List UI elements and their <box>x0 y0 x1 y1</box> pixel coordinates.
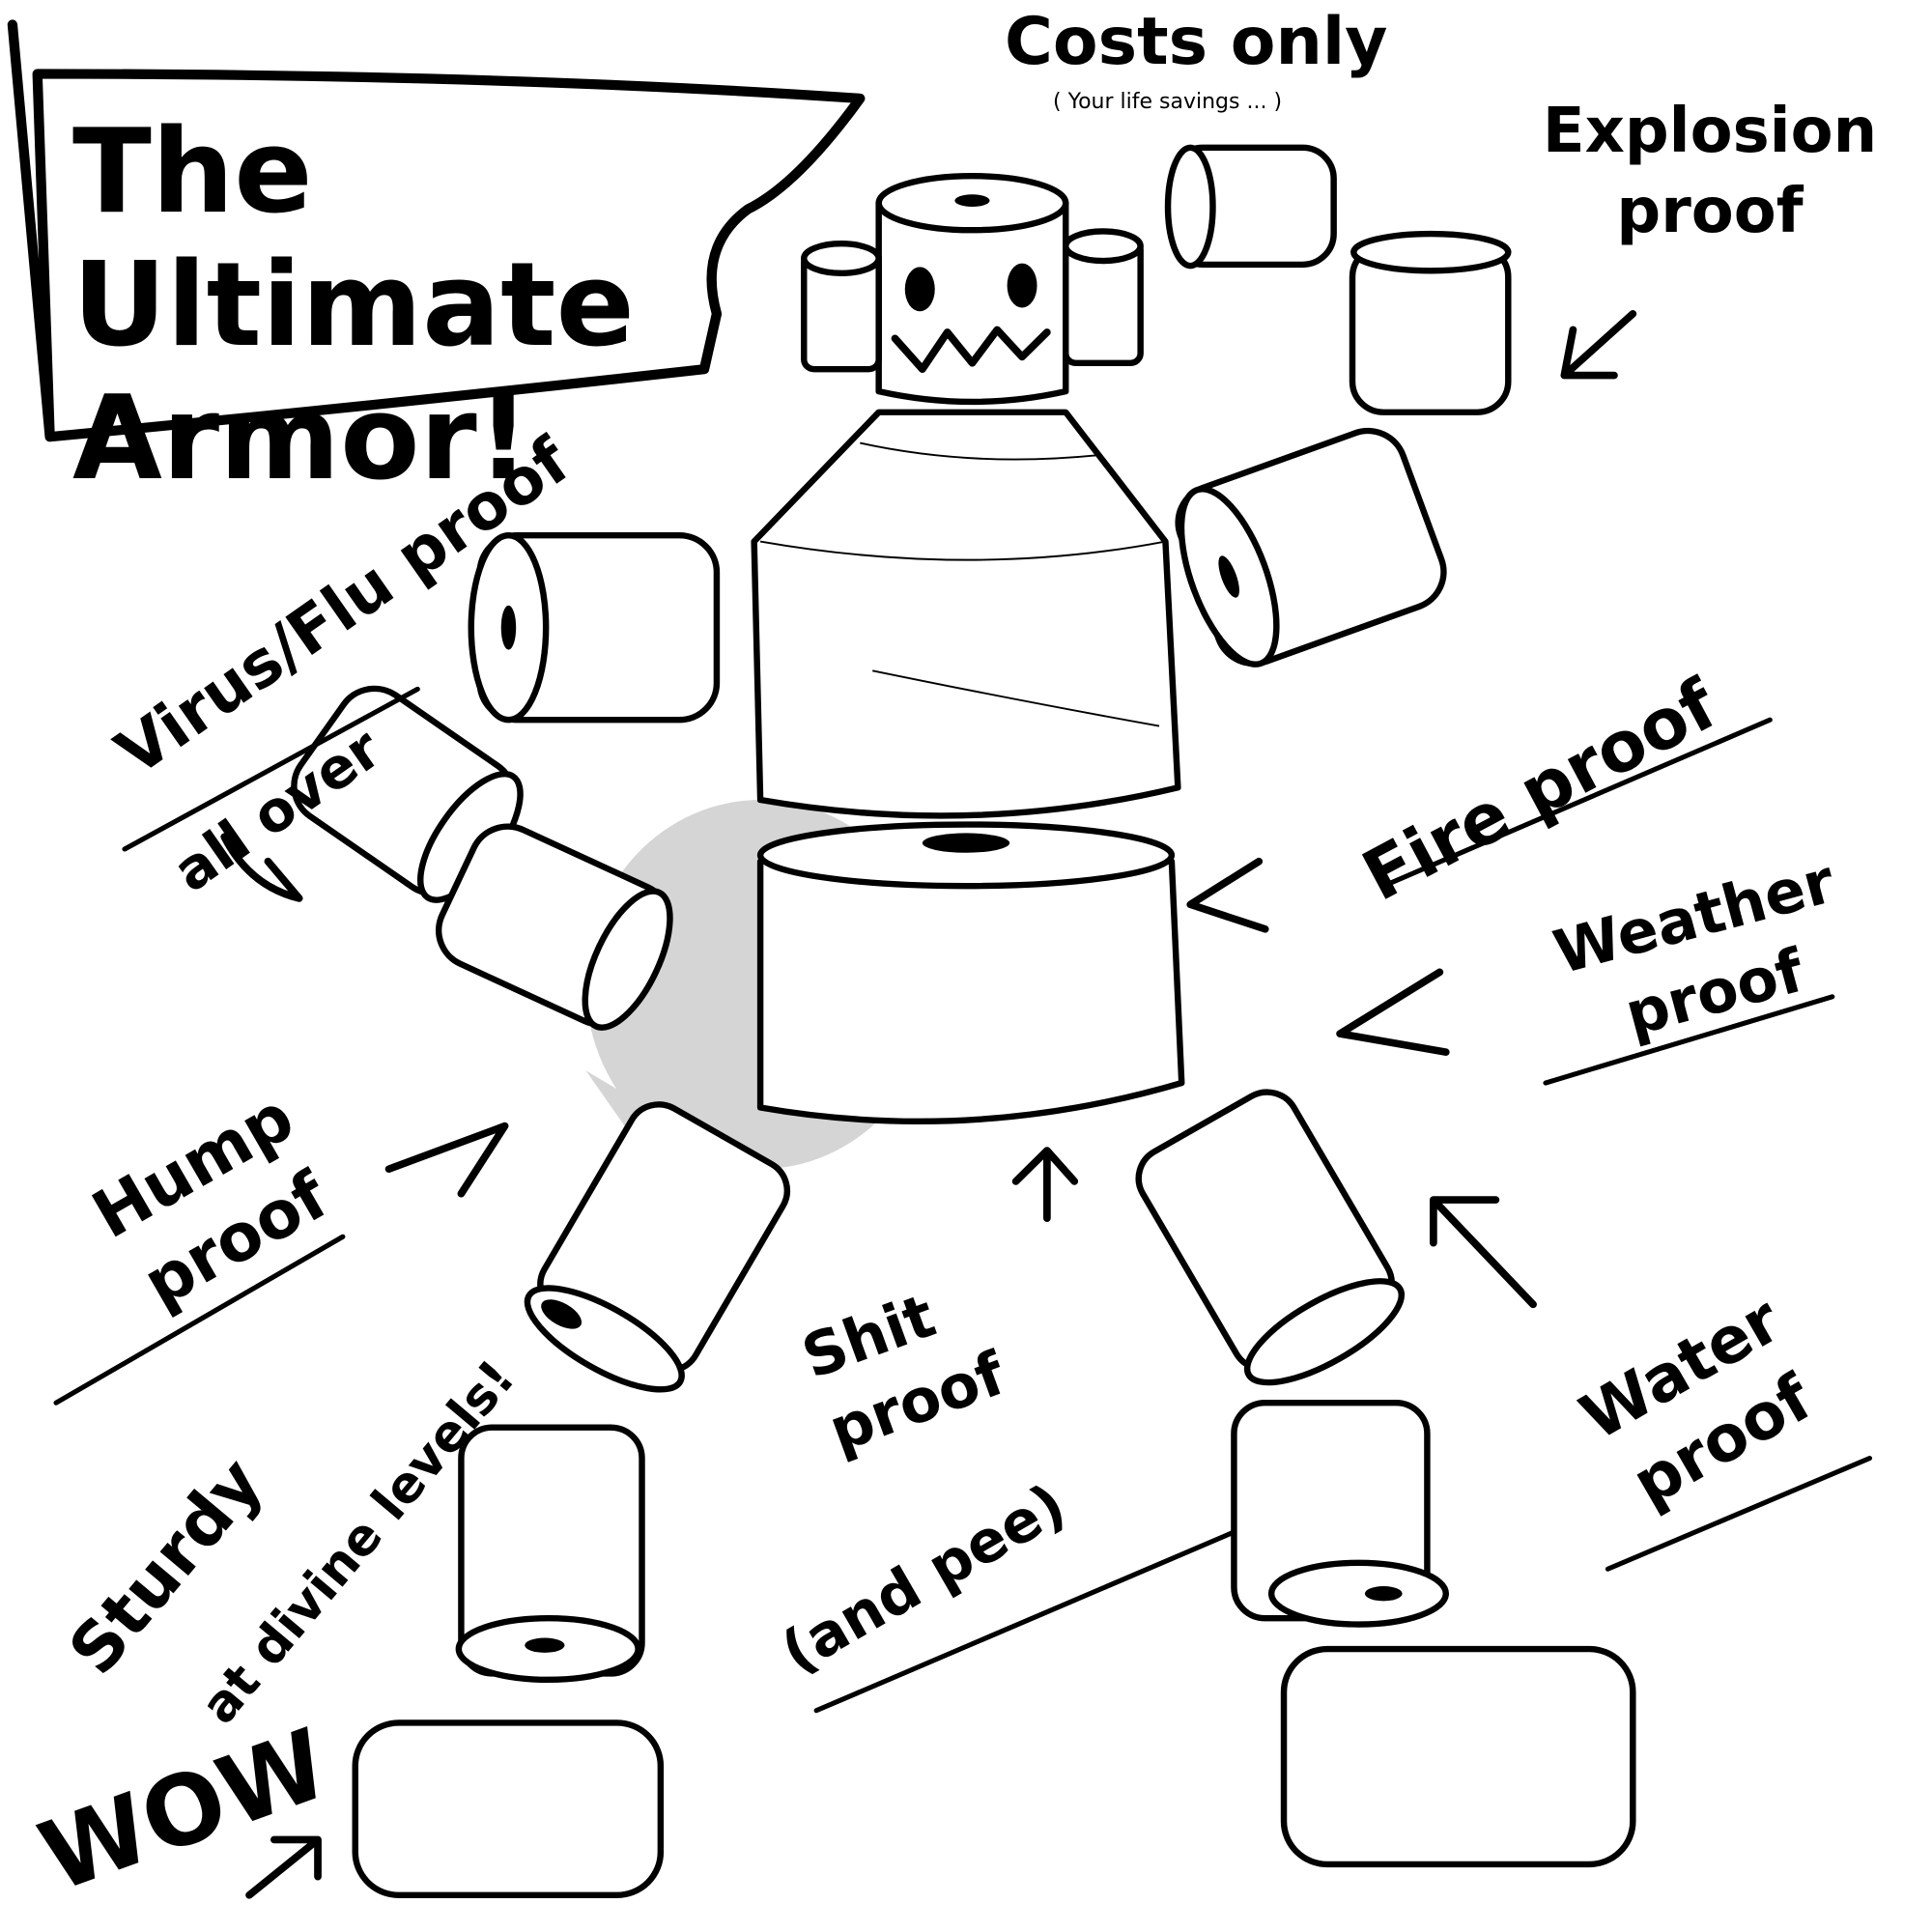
arm-roll-right-upper <box>1175 427 1447 668</box>
head-roll <box>875 172 1069 406</box>
title: The Ultimate Armor! <box>72 105 635 506</box>
cost-note: ( Your life savings ... ) <box>1053 90 1283 114</box>
leg-roll-left <box>524 1101 791 1393</box>
base-roll-right <box>1280 1645 1636 1868</box>
foot-roll-right <box>1231 1400 1449 1628</box>
explosion-proof-label: Explosion proof <box>1542 96 1878 248</box>
title-banner <box>7 19 866 442</box>
hip-roll <box>756 821 1185 1124</box>
floating-roll <box>1164 144 1337 270</box>
torso-roll <box>751 409 1181 819</box>
arm-roll-left-upper <box>468 531 721 724</box>
cost-label: Costs only <box>1005 4 1388 80</box>
foot-roll-left <box>455 1424 645 1684</box>
ear-roll-left <box>801 241 882 373</box>
arm-roll-left-low <box>435 823 673 1031</box>
ear-roll-right <box>1063 228 1144 366</box>
arm-roll-left-mid <box>291 685 524 903</box>
shoulder-roll-right <box>1349 230 1512 415</box>
arrows <box>220 310 1637 1899</box>
base-roll-left <box>352 1719 665 1898</box>
leg-roll-right <box>1135 1089 1406 1386</box>
underlines <box>53 686 1873 1714</box>
